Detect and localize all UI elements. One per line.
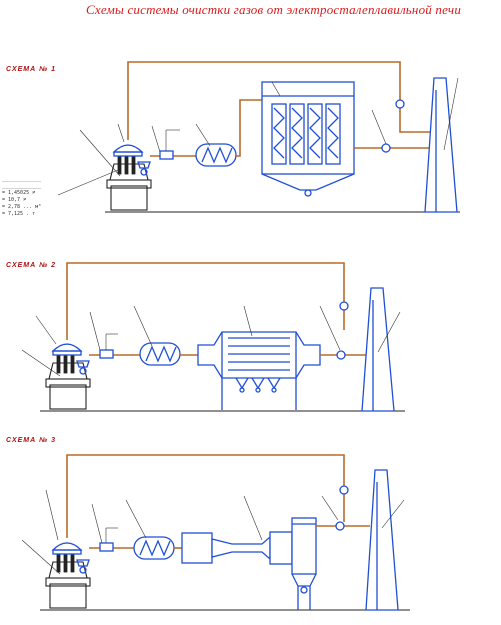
calc-line: = 10,7 ≠ — [2, 197, 27, 203]
chimney — [424, 77, 458, 213]
calc-line: _____________ — [2, 183, 42, 189]
venturi-scrubber — [181, 531, 293, 565]
mixing-chamber — [99, 542, 114, 552]
valve — [339, 301, 349, 311]
arc-furnace — [45, 542, 91, 609]
calculation-notes: _____________ _____________ = 1,45025 ≠ … — [2, 176, 41, 218]
scheme-2-label: СХЕМА № 2 — [6, 262, 56, 269]
scheme-2 — [21, 262, 405, 412]
valve — [339, 485, 349, 495]
exhaust-fan — [335, 521, 345, 531]
mixing-chamber — [159, 150, 174, 160]
electrostatic-precipitator — [197, 331, 321, 410]
diagram-title: Схемы системы очистки газов от электрост… — [86, 2, 462, 17]
calc-line: _____________ — [2, 176, 42, 182]
chimney — [361, 287, 395, 412]
exhaust-duct-top — [66, 454, 345, 538]
chimney — [365, 469, 399, 611]
exhaust-fan — [336, 350, 346, 360]
valve — [395, 99, 405, 109]
mixing-chamber — [99, 349, 114, 359]
calc-line: = 7,125 . т — [2, 211, 36, 217]
scheme-3 — [21, 454, 410, 611]
gas-cooler — [133, 536, 175, 560]
exhaust-duct-top — [66, 262, 345, 340]
exhaust-duct-top — [127, 61, 401, 140]
arc-furnace — [45, 343, 91, 410]
cyclone-separator — [291, 517, 317, 610]
scheme-1 — [57, 61, 460, 213]
gas-cooler — [139, 342, 181, 366]
calc-line: = 1,45025 ≠ — [2, 190, 36, 196]
calc-line: = 2,78 ... м³ — [2, 204, 42, 210]
arc-furnace — [106, 144, 152, 211]
gas-cooler — [195, 143, 237, 167]
scheme-3-label: СХЕМА № 3 — [6, 437, 56, 444]
bag-filter — [261, 81, 355, 197]
exhaust-fan — [381, 143, 391, 153]
scheme-1-label: СХЕМА № 1 — [6, 66, 56, 73]
